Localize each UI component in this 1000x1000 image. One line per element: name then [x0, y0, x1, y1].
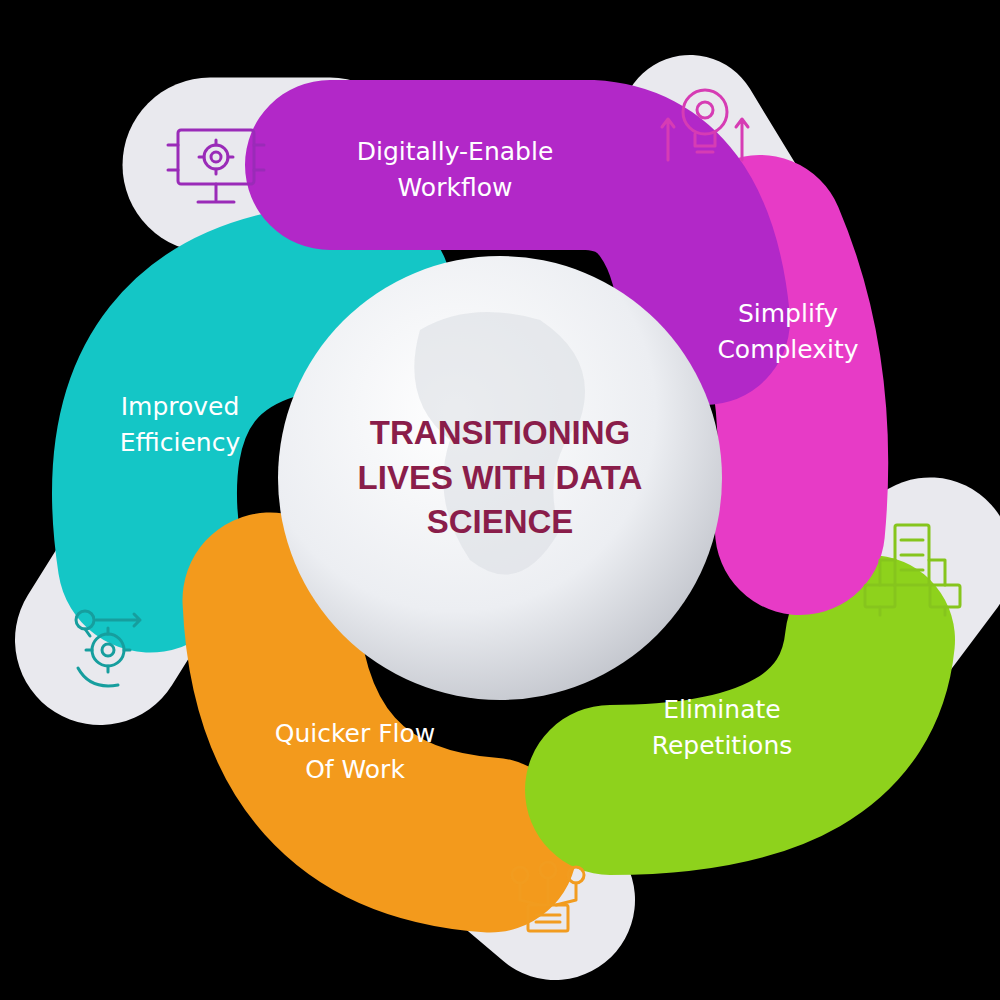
petal-label: Improved Efficiency [90, 389, 270, 462]
gear-process-icon [76, 611, 140, 686]
petal-label: Simplify Complexity [703, 296, 873, 369]
server-icon [865, 525, 960, 615]
petal-text: Improved Efficiency [90, 389, 270, 462]
center-circle: TRANSITIONING LIVES WITH DATA SCIENCE [345, 411, 655, 545]
green-band [610, 640, 870, 790]
petal-text: Simplify Complexity [703, 296, 873, 369]
sphere [278, 256, 722, 700]
petal-text: Digitally-Enable Workflow [320, 134, 590, 207]
petal-label: Quicker Flow Of Work [258, 716, 453, 789]
petal-label: Eliminate Repetitions [622, 692, 822, 765]
petal-label: Digitally-Enable Workflow [320, 134, 590, 207]
bulb-icon [662, 90, 748, 160]
petal-text: Eliminate Repetitions [622, 692, 822, 765]
center-title: TRANSITIONING LIVES WITH DATA SCIENCE [345, 411, 655, 545]
petal-text: Quicker Flow Of Work [258, 716, 453, 789]
network-icon [512, 862, 584, 931]
monitor-gear-icon [168, 130, 264, 202]
